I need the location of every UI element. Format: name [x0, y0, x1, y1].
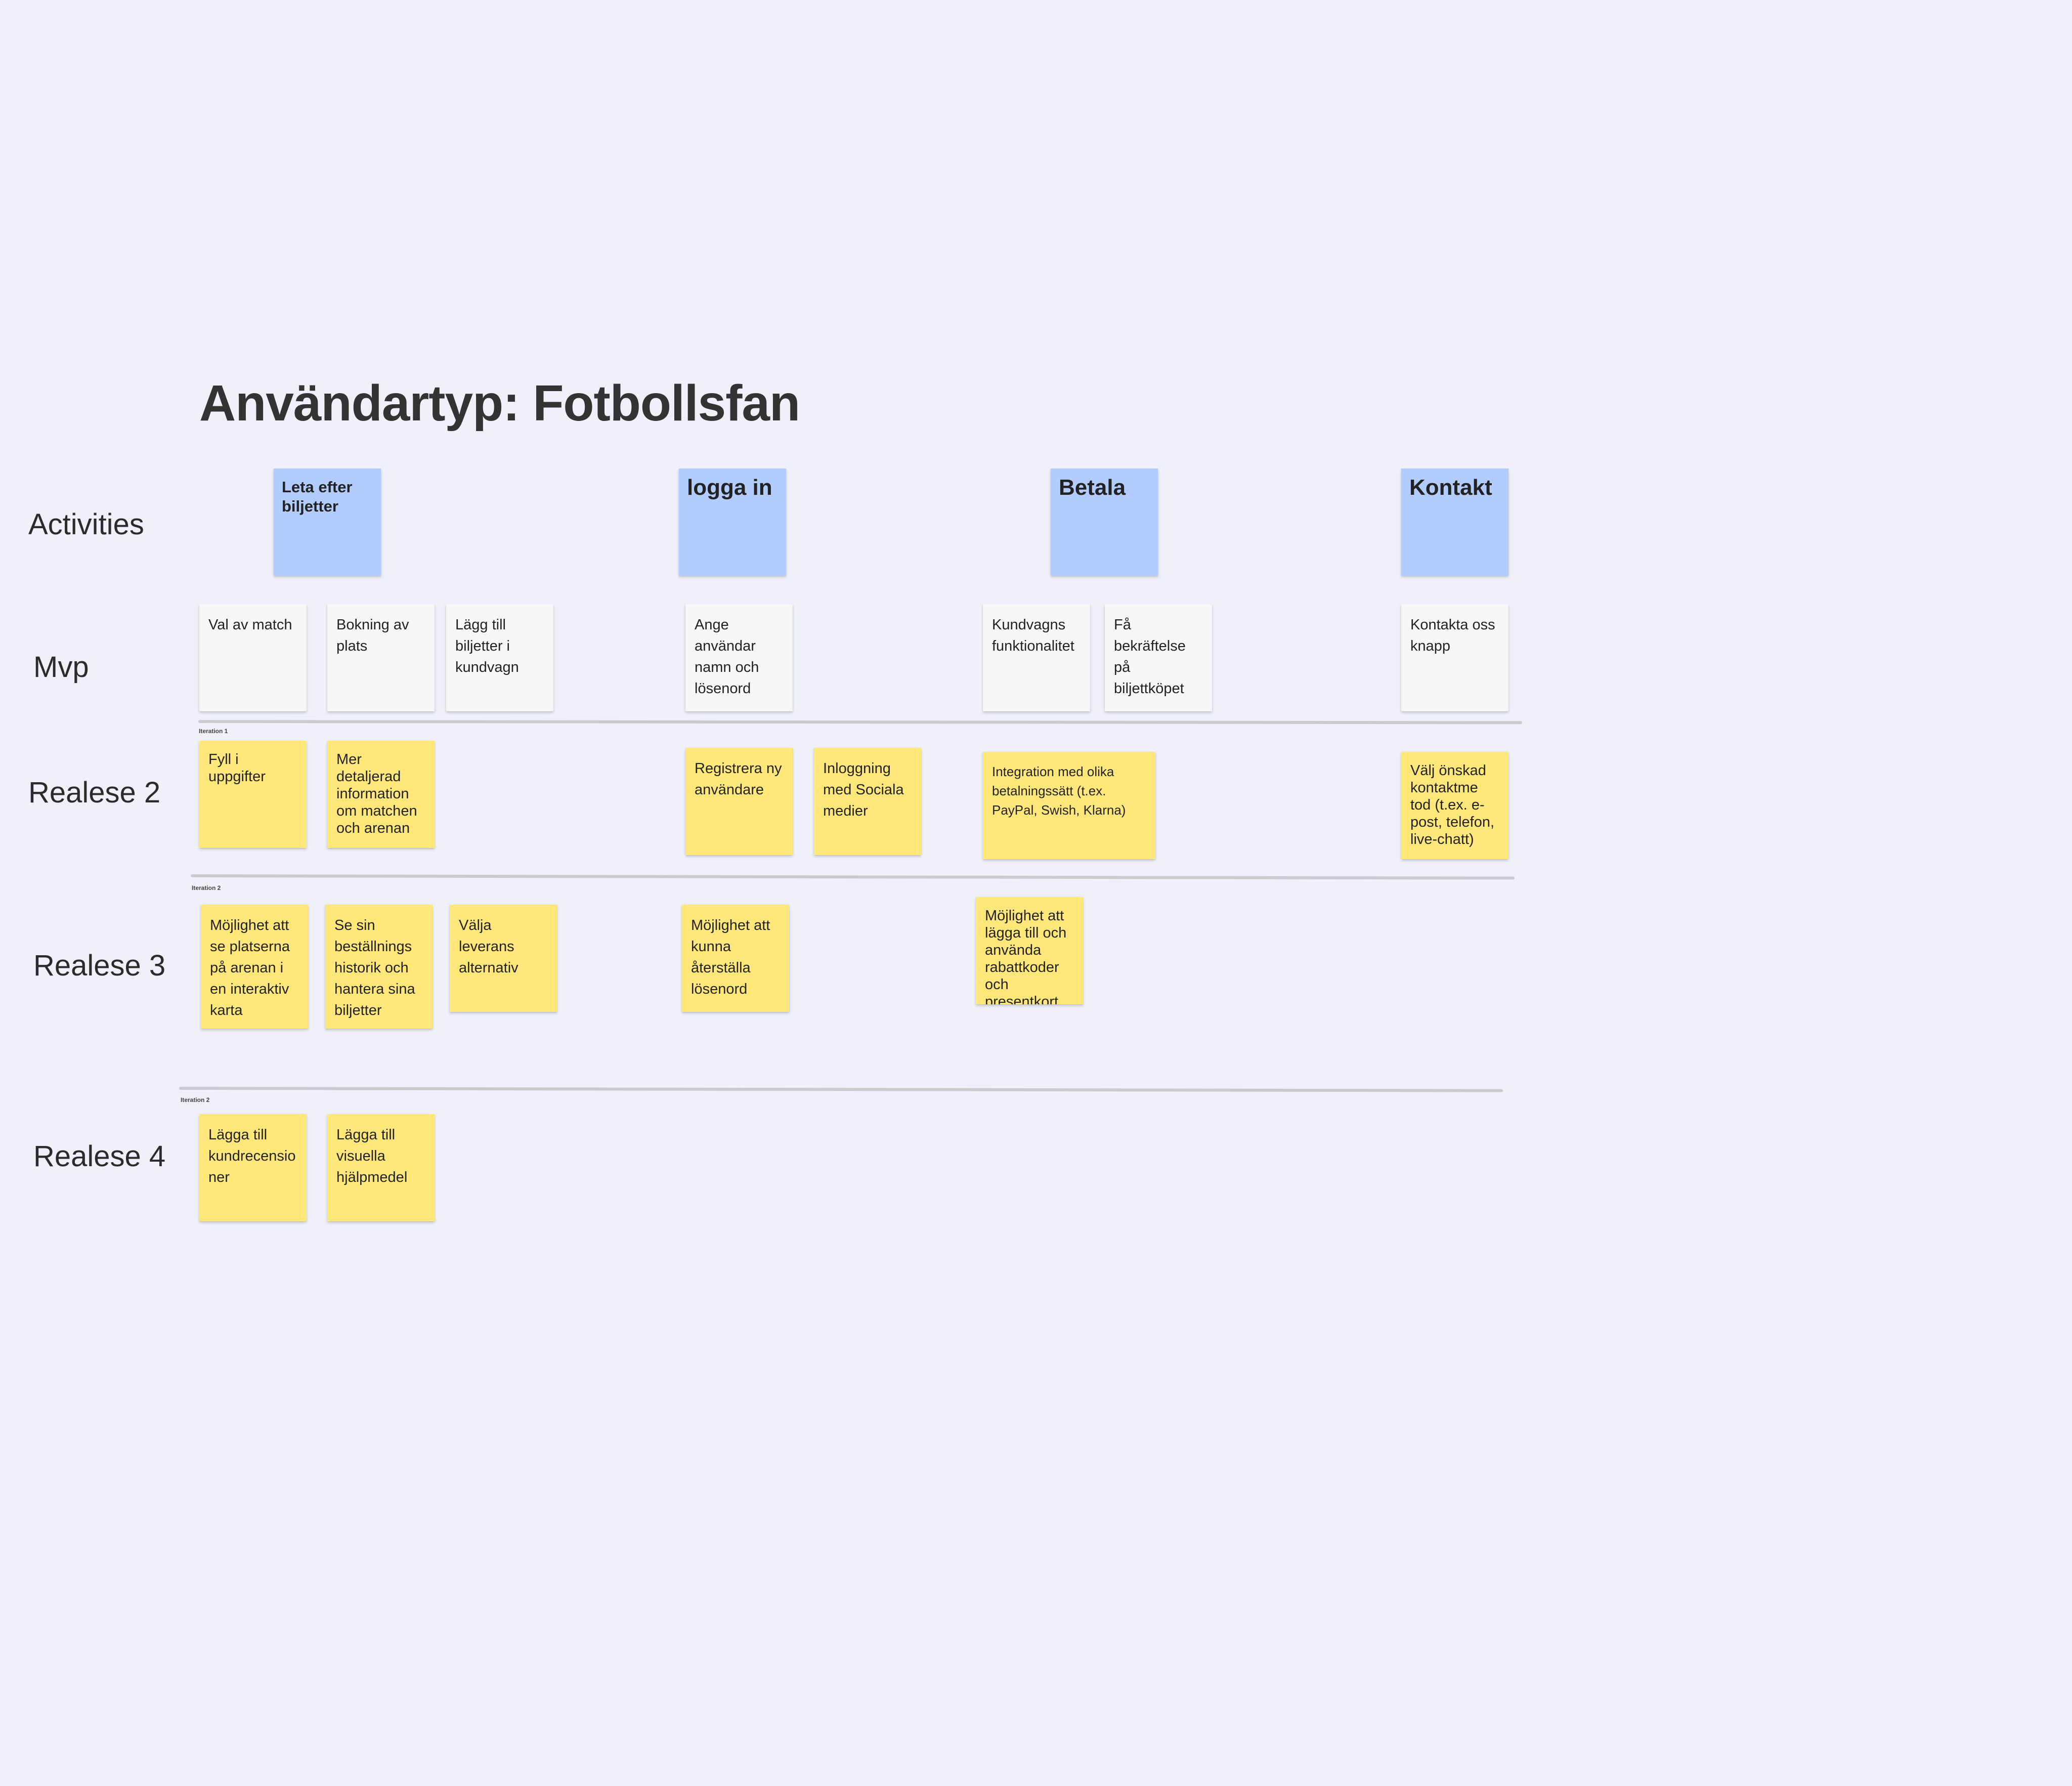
row-label-activities: Activities [28, 508, 144, 541]
activity-note-betala[interactable]: Betala [1051, 469, 1158, 576]
release3-note-aterstalla[interactable]: Möjlighet att kunna återställa lösenord [682, 905, 789, 1012]
iteration-divider-1 [198, 720, 1523, 725]
iteration-divider-2 [190, 874, 1515, 880]
activity-note-leta[interactable]: Leta efter biljetter [274, 469, 381, 576]
iteration-label-2: Iteration 2 [192, 884, 221, 891]
mvp-note-ange[interactable]: Ange användar namn och lösenord [685, 604, 793, 711]
mvp-note-bokning[interactable]: Bokning av plats [327, 604, 435, 711]
mvp-note-val-av-match[interactable]: Val av match [199, 604, 307, 711]
activity-note-kontakt[interactable]: Kontakt [1401, 469, 1508, 576]
mvp-note-kontakta[interactable]: Kontakta oss knapp [1401, 604, 1508, 711]
mvp-note-bekraftelse[interactable]: Få bekräftelse på biljettköpet [1105, 604, 1212, 711]
release3-note-mojlighet-se[interactable]: Möjlighet att se platserna på arenan i e… [201, 905, 308, 1029]
release2-note-valj[interactable]: Välj önskad kontaktme tod (t.ex. e-post,… [1401, 752, 1508, 859]
release2-note-registrera[interactable]: Registrera ny användare [685, 748, 793, 855]
mvp-note-kundvagn[interactable]: Kundvagns funktionalitet [983, 604, 1090, 711]
release3-note-rabatt[interactable]: Möjlighet att lägga till och använda rab… [976, 897, 1083, 1004]
iteration-label-3: Iteration 2 [181, 1096, 210, 1103]
release3-note-se-sin[interactable]: Se sin beställnings historik och hantera… [325, 905, 433, 1029]
row-label-release-3: Realese 3 [33, 949, 166, 982]
row-label-mvp: Mvp [33, 651, 89, 684]
release3-note-valja[interactable]: Välja leverans alternativ [450, 905, 557, 1012]
mvp-note-lagg-till[interactable]: Lägg till biljetter i kundvagn [446, 604, 553, 711]
page-title: Användartyp: Fotbollsfan [199, 375, 800, 432]
release2-note-integration[interactable]: Integration med olika betalningssätt (t.… [983, 752, 1155, 859]
iteration-label-1: Iteration 1 [199, 728, 228, 735]
activity-note-logga-in[interactable]: logga in [679, 469, 786, 576]
release2-note-mer[interactable]: Mer detaljerad information om matchen oc… [327, 741, 435, 848]
release2-note-inloggning[interactable]: Inloggning med Sociala medier [814, 748, 921, 855]
row-label-release-4: Realese 4 [33, 1140, 166, 1173]
row-label-release-2: Realese 2 [28, 776, 161, 809]
release2-note-fyll[interactable]: Fyll i uppgifter [199, 741, 307, 848]
release4-note-visuella[interactable]: Lägga till visuella hjälpmedel [327, 1114, 435, 1221]
release4-note-recension[interactable]: Lägga till kundrecensio ner [199, 1114, 307, 1221]
iteration-divider-3 [179, 1087, 1503, 1092]
